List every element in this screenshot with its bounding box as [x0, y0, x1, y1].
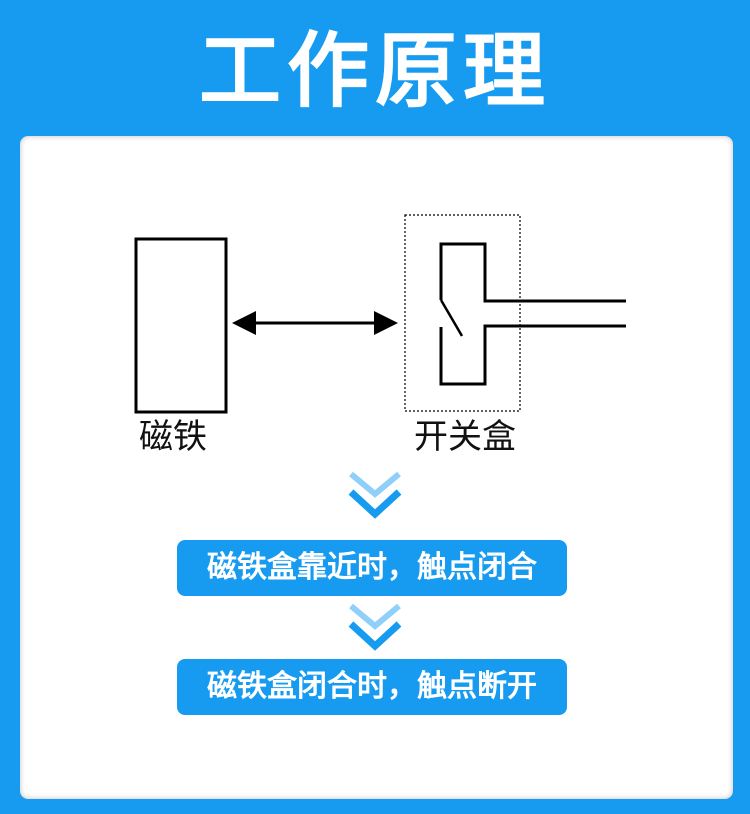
switch-contact — [439, 242, 626, 386]
chevron-down-icon — [348, 471, 402, 519]
magnet-block — [134, 237, 228, 414]
magnet-label: 磁铁 — [139, 417, 207, 457]
page-title: 工作原理 — [198, 24, 551, 119]
double-arrow — [232, 311, 398, 335]
switch-box-label: 开关盒 — [414, 417, 516, 457]
step-close: 磁铁盒靠近时，触点闭合 — [177, 540, 567, 596]
step-open: 磁铁盒闭合时，触点断开 — [177, 659, 567, 715]
chevron-down-icon — [348, 603, 402, 651]
switch-box-outline — [404, 214, 521, 412]
